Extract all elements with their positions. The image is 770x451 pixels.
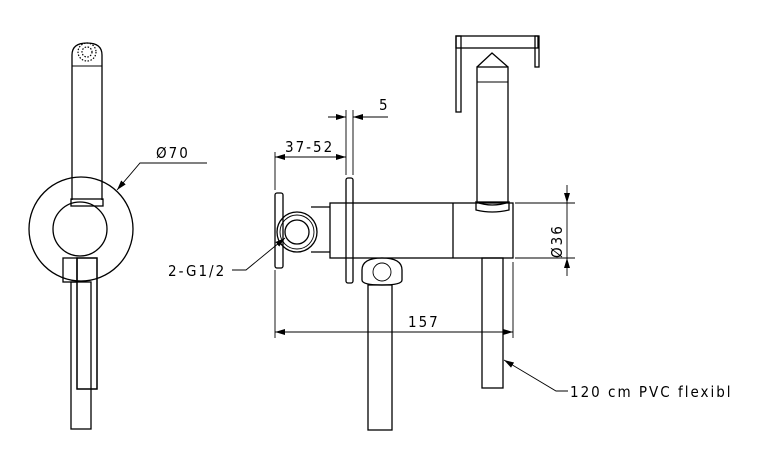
plate-thickness-label: 5 xyxy=(379,96,390,114)
spray-head xyxy=(455,35,539,49)
total-length-label: 157 xyxy=(408,313,440,331)
wall-plate xyxy=(274,192,284,269)
hose-nut xyxy=(361,257,403,286)
dimension-lines xyxy=(232,110,575,392)
body-diameter-label: Ø36 xyxy=(548,224,566,258)
rosette-diameter-label: Ø70 xyxy=(156,144,190,162)
cover-plate xyxy=(345,177,354,284)
handle-body xyxy=(71,42,103,200)
spray-head-icon xyxy=(77,42,97,62)
side-view xyxy=(274,35,540,431)
hose-label: 120 cm PVC flexibl xyxy=(570,383,733,401)
lever xyxy=(455,35,462,113)
valve-body xyxy=(329,202,514,259)
wall-depth-label: 37-52 xyxy=(285,138,334,156)
rosette-leader xyxy=(116,162,207,191)
knob-circle xyxy=(52,201,108,257)
connection-label: 2-G1/2 xyxy=(168,262,226,280)
front-view xyxy=(28,42,207,430)
shower-handle xyxy=(476,66,509,203)
hose xyxy=(70,281,92,430)
inlet-ring xyxy=(276,211,318,253)
inlet-hose xyxy=(367,284,393,431)
shower-hose xyxy=(481,257,504,389)
hose-holder xyxy=(76,257,98,390)
rosette-circle xyxy=(28,176,134,282)
